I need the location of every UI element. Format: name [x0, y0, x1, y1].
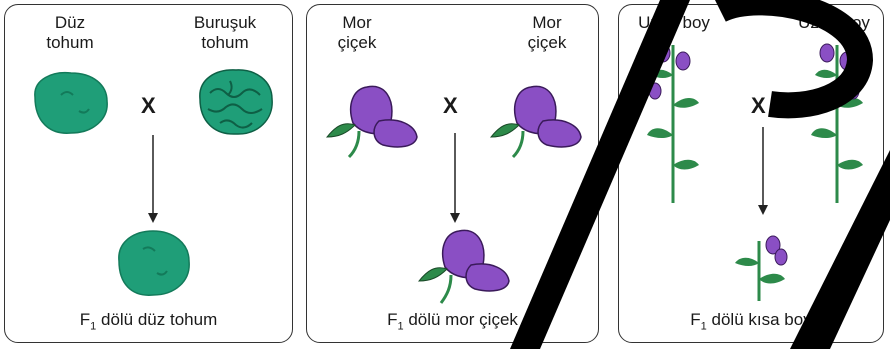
panel-caption: F1 dölü kısa boy — [690, 309, 812, 332]
offspring-flower-icon — [417, 229, 510, 304]
parent-right-label: Mor çiçek — [527, 13, 567, 52]
parent-left-label: Uzun boy — [638, 13, 710, 32]
arrow-down-icon — [148, 135, 158, 223]
arrow-down-icon — [450, 133, 460, 223]
cross-symbol: X — [751, 93, 766, 118]
cross-symbol: X — [141, 93, 156, 118]
panel-seed-shape: Düz tohum Buruşuk tohum X F1 dölü düz to… — [4, 4, 293, 343]
smooth-seed-icon — [34, 71, 108, 134]
parent-right-label: Buruşuk tohum — [193, 13, 257, 52]
wrinkled-seed-icon — [199, 69, 273, 135]
panel-caption: F1 dölü mor çiçek — [387, 309, 518, 332]
short-plant-icon — [735, 235, 788, 301]
panel-plant-height: Uzun boy Uzun boy X F1 dölü kısa boy — [618, 4, 884, 343]
parent-left-label: Düz tohum — [46, 13, 94, 52]
purple-flower-icon — [325, 85, 418, 159]
offspring-seed-icon — [118, 230, 190, 296]
tall-plant-icon — [811, 43, 863, 203]
parent-left-label: Mor çiçek — [337, 13, 377, 52]
parent-right-label: Uzun boy — [798, 13, 870, 32]
purple-flower-icon — [489, 85, 582, 159]
tall-plant-icon — [647, 43, 699, 203]
panel-caption: F1 dölü düz tohum — [79, 309, 218, 332]
cross-symbol: X — [443, 93, 458, 118]
arrow-down-icon — [758, 127, 768, 215]
panel-flower-color: Mor çiçek Mor çiçek X F1 dölü mor çiçek — [306, 4, 599, 343]
